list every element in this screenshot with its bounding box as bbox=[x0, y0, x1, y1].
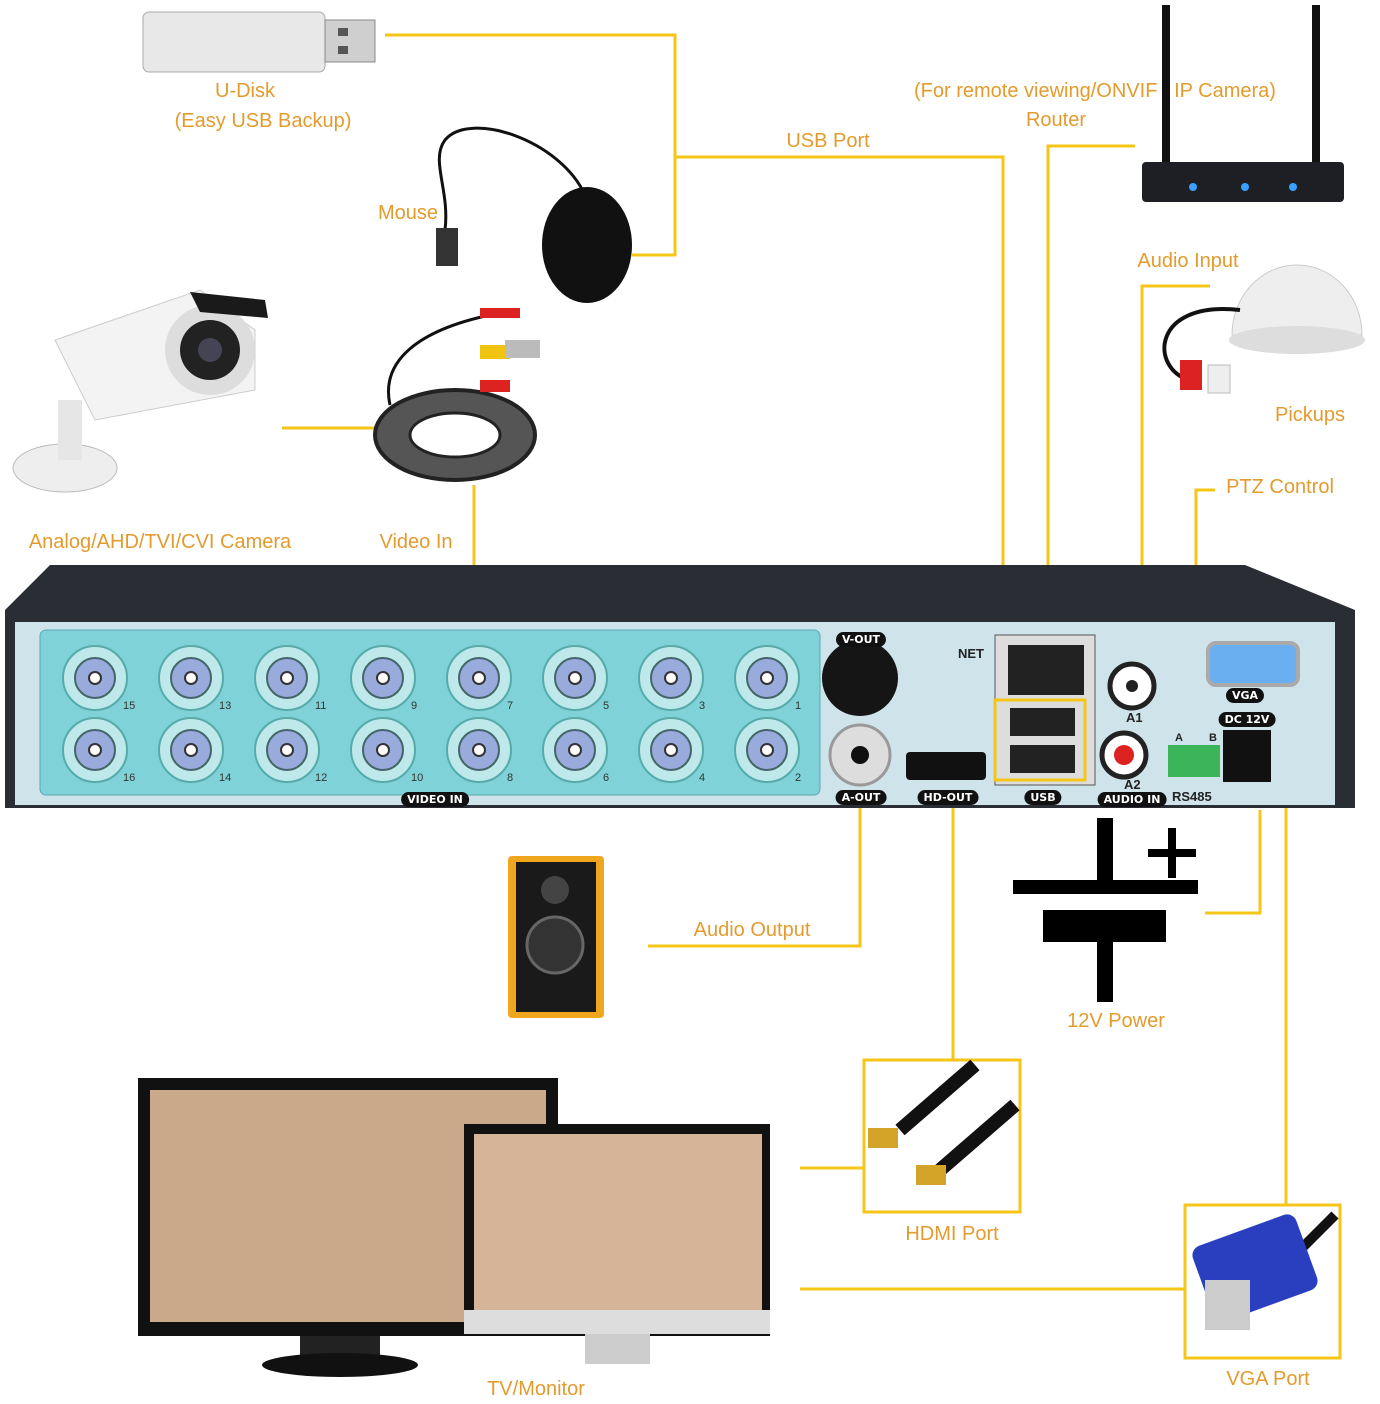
label-mouse: Mouse bbox=[377, 202, 439, 224]
bnc-connector bbox=[568, 671, 582, 685]
label-vga: VGA Port bbox=[1226, 1368, 1310, 1390]
label-audio-output: Audio Output bbox=[693, 919, 811, 941]
label-audio-input: Audio Input bbox=[1137, 250, 1239, 272]
label-udisk: U-Disk bbox=[215, 80, 275, 102]
channel-number: 5 bbox=[603, 700, 610, 712]
bnc-connector bbox=[280, 743, 294, 757]
port-a2: A2 bbox=[1124, 777, 1141, 792]
port-hd-out: HD-OUT bbox=[917, 790, 979, 805]
port-a-out: A-OUT bbox=[835, 790, 887, 805]
label-tv: TV/Monitor bbox=[487, 1378, 585, 1400]
label-camera: Analog/AHD/TVI/CVI Camera bbox=[28, 531, 292, 553]
channel-number: 3 bbox=[699, 700, 706, 712]
bnc-connector bbox=[280, 671, 294, 685]
channel-number: 15 bbox=[123, 700, 136, 712]
router-icon bbox=[1142, 5, 1344, 202]
port-video-in: VIDEO IN bbox=[401, 792, 469, 807]
port-rs485: RS485 bbox=[1172, 789, 1212, 804]
label-udisk-sub: (Easy USB Backup) bbox=[174, 110, 352, 132]
tv-monitor-icon bbox=[138, 1078, 770, 1377]
pickup-microphone-icon bbox=[1162, 264, 1365, 394]
bnc-connector bbox=[472, 671, 486, 685]
port-b: B bbox=[1209, 732, 1217, 744]
label-remote: (For remote viewing/ONVIF IP Camera) bbox=[914, 80, 1276, 102]
channel-number: 6 bbox=[603, 772, 610, 784]
connection-lines bbox=[282, 33, 1342, 1360]
label-usb-port: USB Port bbox=[786, 130, 870, 152]
port-a1: A1 bbox=[1126, 710, 1143, 725]
channel-number: 1 bbox=[795, 700, 802, 712]
bnc-connector bbox=[760, 743, 774, 757]
bnc-connector bbox=[184, 671, 198, 685]
channel-number: 10 bbox=[411, 772, 424, 784]
channel-number: 11 bbox=[315, 700, 327, 712]
usb-stick-icon bbox=[142, 11, 376, 73]
channel-number: 9 bbox=[411, 700, 418, 712]
vga-cable-icon bbox=[1192, 1211, 1339, 1330]
bnc-connector bbox=[472, 743, 486, 757]
channel-number: 12 bbox=[315, 772, 328, 784]
bnc-connector bbox=[88, 671, 102, 685]
label-hdmi: HDMI Port bbox=[905, 1223, 999, 1245]
channel-number: 13 bbox=[219, 700, 232, 712]
port-net: NET bbox=[958, 646, 984, 661]
channel-number: 7 bbox=[507, 700, 514, 712]
label-power: 12V Power bbox=[1067, 1010, 1165, 1032]
dvr-rear-panel bbox=[5, 565, 1355, 1002]
bnc-connector bbox=[376, 671, 390, 685]
bnc-connector bbox=[760, 671, 774, 685]
bnc-connector bbox=[184, 743, 198, 757]
port-vga: VGA bbox=[1225, 688, 1265, 703]
label-ptz: PTZ Control bbox=[1226, 476, 1334, 498]
speaker-icon bbox=[508, 856, 604, 1018]
port-dc: DC 12V bbox=[1218, 712, 1276, 727]
port-a: A bbox=[1175, 732, 1183, 744]
dc-power-symbol bbox=[1013, 818, 1198, 1002]
bnc-connector bbox=[568, 743, 582, 757]
channel-number: 16 bbox=[123, 772, 136, 784]
port-audio-in: AUDIO IN bbox=[1097, 792, 1167, 807]
bnc-connector bbox=[664, 743, 678, 757]
port-v-out: V-OUT bbox=[835, 632, 887, 647]
video-power-cable-icon bbox=[373, 308, 540, 482]
label-router: Router bbox=[1025, 109, 1087, 131]
bnc-connectors bbox=[62, 645, 800, 783]
label-video-in: Video In bbox=[379, 531, 453, 553]
bnc-connector bbox=[664, 671, 678, 685]
channel-number: 8 bbox=[507, 772, 514, 784]
bnc-connector bbox=[376, 743, 390, 757]
hdmi-cable-icon bbox=[868, 1059, 1020, 1185]
bullet-camera-icon bbox=[12, 289, 268, 493]
channel-number: 2 bbox=[795, 772, 802, 784]
channel-number: 4 bbox=[699, 772, 706, 784]
bnc-connector bbox=[88, 743, 102, 757]
label-pickups: Pickups bbox=[1274, 404, 1346, 426]
port-usb: USB bbox=[1024, 790, 1062, 805]
channel-number: 14 bbox=[219, 772, 232, 784]
mouse-icon bbox=[436, 126, 632, 303]
